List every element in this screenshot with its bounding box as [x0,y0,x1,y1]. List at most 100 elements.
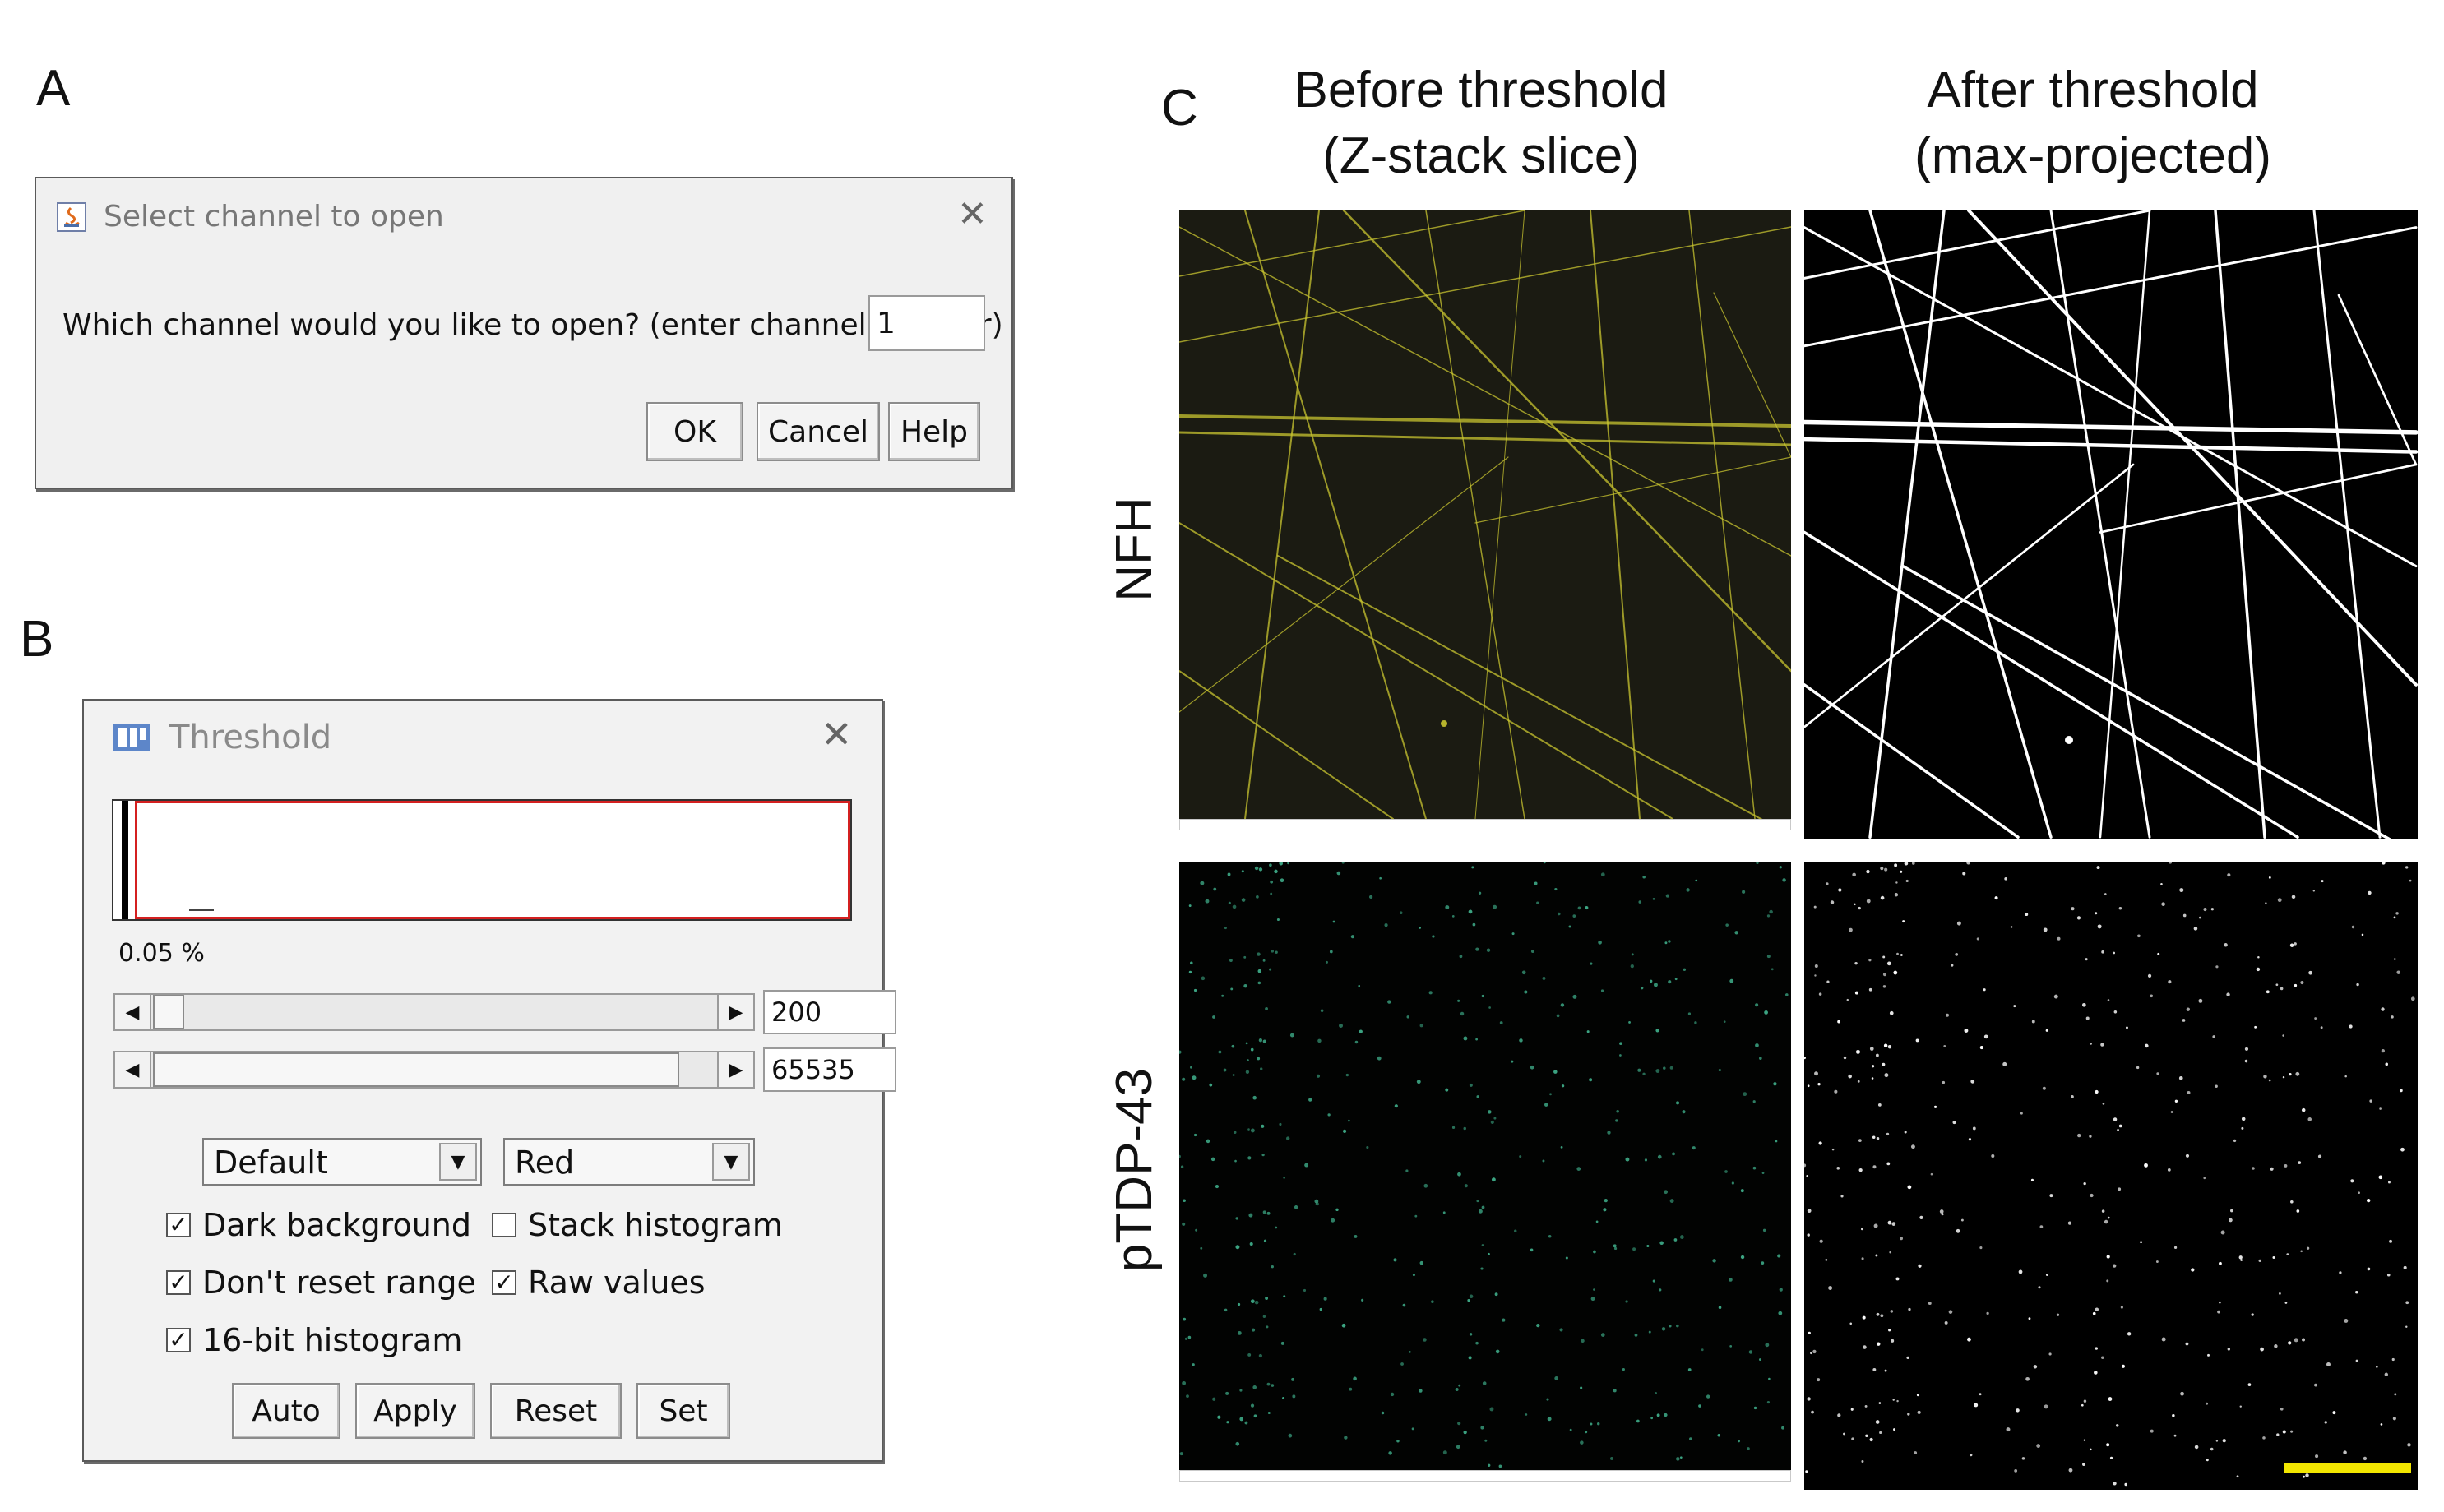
ptdp-puncta [1292,1394,1296,1399]
ptdp-puncta [1646,1244,1650,1248]
upper-slider-thumb[interactable] [153,1052,679,1087]
ptdp-puncta [2021,1457,2025,1460]
set-button[interactable]: Set [636,1383,730,1439]
lower-threshold-slider[interactable] [113,993,755,1031]
ptdp-puncta [1676,1457,1680,1461]
close-icon[interactable]: ✕ [957,193,988,235]
ptdp-puncta [2109,1456,2113,1460]
slider-right-arrow-icon[interactable]: ▶ [717,1051,755,1089]
upper-threshold-input[interactable]: 65535 [763,1047,896,1092]
ptdp-puncta [2395,912,2399,915]
panel-label-a: A [36,60,71,117]
ptdp-puncta [2092,1311,2096,1315]
ptdp-puncta [2161,902,2165,906]
slider-left-arrow-icon[interactable]: ◀ [113,993,151,1031]
imagej-icon [112,720,151,755]
ptdp-puncta [1972,1126,1976,1131]
close-icon[interactable]: ✕ [821,712,853,756]
ptdp-puncta [2102,1103,2105,1105]
ptdp-puncta [1593,1250,1596,1254]
ptdp-puncta [1542,1159,1545,1163]
ptdp-puncta [1406,1015,1409,1019]
ptdp-puncta [1256,895,1259,899]
ptdp-puncta [1888,1329,1891,1332]
lower-slider-thumb[interactable] [153,995,184,1029]
ptdp-puncta [1190,961,1193,965]
ptdp-puncta [1399,911,1403,915]
ptdp-puncta [1265,1006,1268,1010]
ptdp-puncta [1830,900,1835,904]
help-button[interactable]: Help [888,402,980,461]
method-select[interactable]: Default ▼ [202,1138,482,1186]
ptdp-puncta [1831,1148,1835,1151]
ptdp-puncta [1182,1222,1186,1226]
ptdp-puncta [1851,1437,1854,1440]
ptdp-puncta [1206,1139,1210,1144]
checkbox-box[interactable]: ✓ [166,1270,191,1295]
channel-number-input[interactable]: 1 [868,295,985,351]
ptdp-puncta [1928,1302,1932,1306]
checkbox-box[interactable]: ✓ [492,1270,516,1295]
checkbox-box[interactable] [492,1213,516,1237]
ptdp-puncta [1475,1341,1479,1345]
ptdp-puncta [1632,1247,1636,1251]
stack-histogram-checkbox[interactable]: Stack histogram [492,1207,783,1243]
ptdp-puncta [2393,916,2396,919]
checkbox-box[interactable]: ✓ [166,1328,191,1352]
ptdp-puncta [1556,1014,1560,1018]
dark-background-checkbox[interactable]: ✓ Dark background [166,1207,471,1243]
ptdp-puncta [1572,994,1577,999]
neurite-fiber [1179,431,1791,446]
ptdp-puncta [2104,1219,2108,1224]
ptdp-puncta [1303,1288,1307,1292]
ptdp-puncta [1233,1131,1237,1135]
sixteen-bit-histogram-checkbox[interactable]: ✓ 16-bit histogram [166,1322,462,1358]
ptdp-puncta [2068,1468,2073,1473]
slider-left-arrow-icon[interactable]: ◀ [113,1051,151,1089]
ptdp-puncta [2229,1218,2233,1223]
ptdp-puncta [2160,882,2163,885]
reset-button[interactable]: Reset [490,1383,622,1439]
neurite-fiber [1244,210,1427,819]
raw-values-checkbox[interactable]: ✓ Raw values [492,1265,706,1301]
ptdp-puncta [1858,1139,1862,1143]
ptdp-puncta [2263,1075,2267,1079]
ptdp-puncta [2410,996,2415,1001]
apply-button[interactable]: Apply [355,1383,475,1439]
ptdp-puncta [2081,1403,2084,1407]
ptdp-puncta [1276,918,1280,922]
ptdp-puncta [2308,970,2312,975]
ptdp-puncta [2290,1430,2294,1433]
dont-reset-range-checkbox[interactable]: ✓ Don't reset range [166,1265,476,1301]
ptdp-puncta [1377,1056,1382,1061]
ptdp-puncta [1615,1119,1618,1122]
chevron-down-icon[interactable]: ▼ [712,1143,750,1181]
ptdp-puncta [1873,1223,1878,1228]
ptdp-puncta [2038,1286,2041,1289]
image-scrollbar[interactable] [1179,819,1791,830]
cancel-button[interactable]: Cancel [757,402,880,461]
ok-button[interactable]: OK [646,402,743,461]
neurite-fiber [1277,555,1763,819]
lower-threshold-input[interactable]: 200 [763,990,896,1034]
ptdp-puncta [1499,1021,1503,1024]
ptdp-puncta [2172,1413,2175,1417]
checkbox-box[interactable]: ✓ [166,1213,191,1237]
ptdp-puncta [1530,1065,1534,1070]
image-scrollbar[interactable] [1179,1470,1791,1482]
auto-button[interactable]: Auto [232,1383,340,1439]
ptdp-puncta [2173,1434,2177,1437]
ptdp-puncta [1598,941,1602,945]
ptdp-puncta [1530,1248,1534,1252]
ptdp-puncta [2220,1230,2225,1235]
ptdp-puncta [1553,1070,1558,1074]
ptdp-puncta [1764,1010,1768,1015]
ptdp-puncta [2339,1271,2342,1274]
ptdp-puncta [1481,994,1484,998]
ptdp-puncta [2025,913,2029,917]
ptdp-puncta [2296,1209,2300,1213]
chevron-down-icon[interactable]: ▼ [439,1143,477,1181]
display-select[interactable]: Red ▼ [503,1138,755,1186]
slider-right-arrow-icon[interactable]: ▶ [717,993,755,1031]
ptdp-puncta [2277,898,2282,903]
